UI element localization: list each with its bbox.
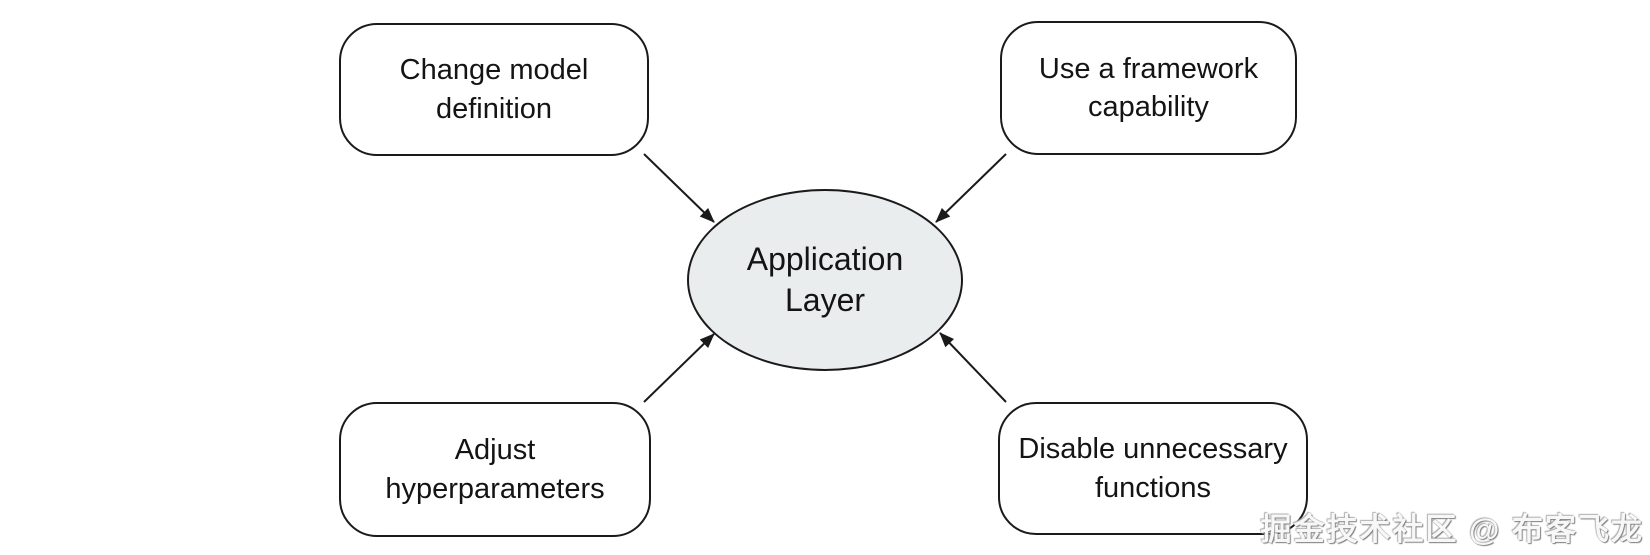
watermark-text: 掘金技术社区 @ 布客飞龙 xyxy=(1260,512,1644,547)
node-adjust-hyperparameters: Adjust hyperparameters xyxy=(339,402,651,537)
node-use-framework-capability: Use a framework capability xyxy=(1000,21,1297,155)
node-disable-unnecessary-functions: Disable unnecessary functions xyxy=(998,402,1308,535)
arrow-top-left-to-center xyxy=(643,153,715,223)
arrow-top-right-to-center xyxy=(935,153,1007,223)
node-application-layer: Application Layer xyxy=(687,189,963,371)
node-change-model-definition: Change model definition xyxy=(339,23,649,156)
arrow-bottom-left-to-center xyxy=(643,333,715,403)
arrow-bottom-right-to-center xyxy=(939,332,1007,403)
